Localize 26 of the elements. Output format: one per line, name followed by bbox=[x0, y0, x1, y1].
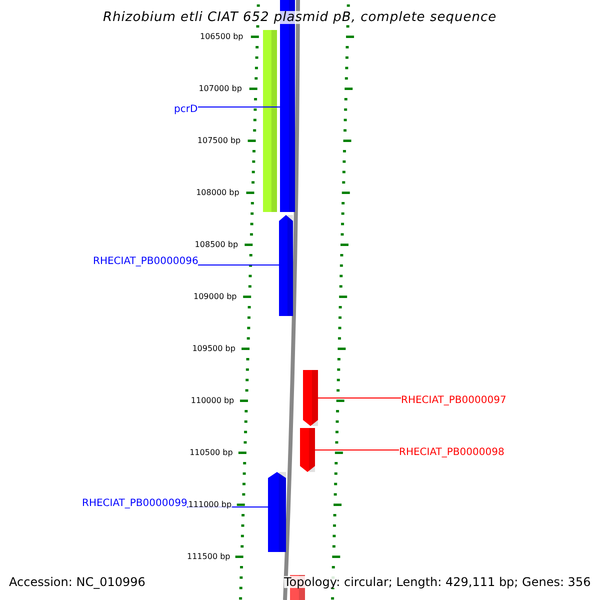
gene-label: pcrD bbox=[174, 105, 198, 115]
gene-label: RHECIAT_PB0000099 bbox=[82, 499, 188, 509]
tick-label: 108000 bp bbox=[196, 189, 240, 197]
tick-label: 110500 bp bbox=[190, 449, 233, 457]
footer-text: Accession: NC_010996 bbox=[9, 576, 146, 588]
tick-label: 108500 bp bbox=[194, 241, 238, 249]
tick-label: 111500 bp bbox=[187, 553, 230, 561]
tick-label: 111000 bp bbox=[188, 501, 232, 509]
gene-label: RHECIAT_PB0000096 bbox=[93, 257, 198, 267]
gene-label: RHECIAT_PB0000098 bbox=[399, 448, 504, 458]
gene-feature-block bbox=[303, 370, 318, 426]
gene-feature-block bbox=[300, 428, 315, 472]
leader-line bbox=[198, 264, 280, 266]
tick-label: 110000 bp bbox=[190, 397, 234, 405]
gene-label: RHECIAT_PB0000097 bbox=[401, 396, 506, 406]
tick-label: 109000 bp bbox=[194, 293, 237, 301]
footer-text: Topology: circular; Length: 429,111 bp; Genes: 356 bbox=[284, 576, 591, 588]
leader-line bbox=[198, 106, 280, 108]
gene-feature-block bbox=[279, 215, 293, 316]
tick-label: 107000 bp bbox=[198, 85, 242, 93]
gene-feature-block bbox=[268, 472, 286, 552]
title: Rhizobium etli CIAT 652 plasmid pB, complete sequence bbox=[103, 11, 497, 24]
gene-feature-block bbox=[263, 30, 277, 212]
tick-label: 107500 bp bbox=[197, 137, 241, 145]
tick-label: 106500 bp bbox=[200, 33, 244, 41]
tick-label: 109500 bp bbox=[192, 345, 236, 353]
